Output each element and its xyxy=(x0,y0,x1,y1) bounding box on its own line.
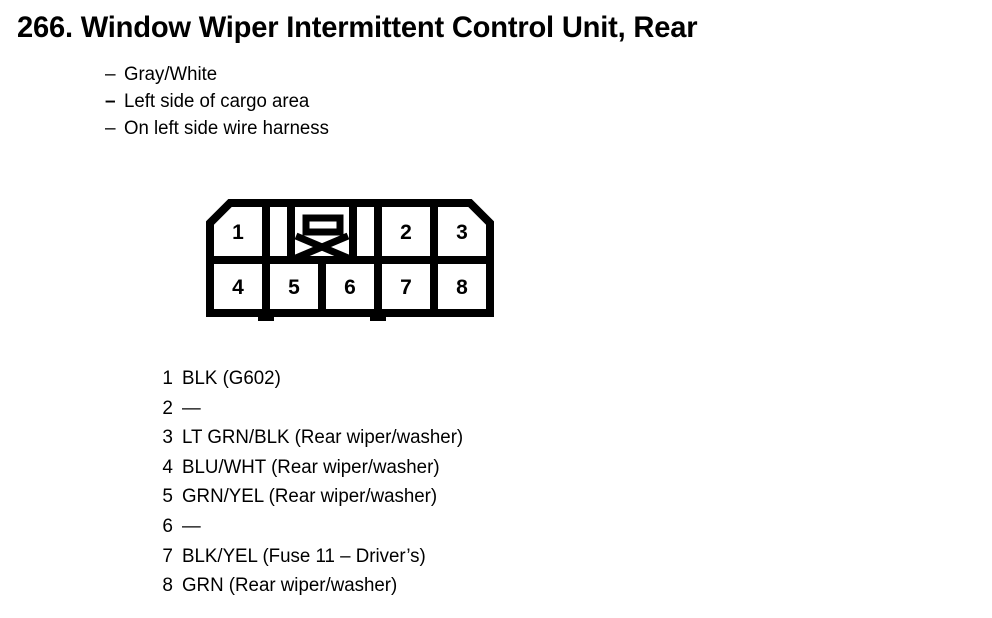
connector-diagram: 1 2 3 4 5 6 7 8 xyxy=(196,192,508,333)
pin-cell-label-6: 6 xyxy=(344,276,356,299)
pin-description: GRN/YEL (Rear wiper/washer) xyxy=(182,486,438,508)
pin-cell-label-1: 1 xyxy=(232,221,244,244)
pin-cell-label-5: 5 xyxy=(288,276,300,299)
pin-number: 4 xyxy=(162,456,173,478)
pin-number: 8 xyxy=(162,575,173,597)
bottom-notch-right xyxy=(370,309,386,321)
pin-description: BLK/YEL (Fuse 11 – Driver’s) xyxy=(182,545,426,567)
pin-cell-label-7: 7 xyxy=(400,276,412,299)
locking-tab-slot-icon xyxy=(302,214,344,236)
pin-description: LT GRN/BLK (Rear wiper/washer) xyxy=(182,427,464,449)
pin-cell-label-4: 4 xyxy=(232,276,244,299)
description-item-label: On left side wire harness xyxy=(124,118,329,139)
description-item: – On left side wire harness xyxy=(105,115,333,142)
pin-list: 1 BLK (G602) 2 — 3 LT GRN/BLK (Rear wipe… xyxy=(160,364,467,601)
pin-description: — xyxy=(182,397,201,419)
dash-icon: – xyxy=(105,118,116,139)
pin-description: — xyxy=(182,515,201,537)
connector-svg: 1 2 3 4 5 6 7 8 xyxy=(206,199,494,321)
bottom-notch-left xyxy=(258,309,274,321)
pin-list-item: 1 BLK (G602) xyxy=(160,364,467,394)
pin-cell-label-8: 8 xyxy=(456,276,468,299)
pin-description: GRN (Rear wiper/washer) xyxy=(182,575,398,597)
pin-cell-label-2: 2 xyxy=(400,221,412,244)
pin-number: 3 xyxy=(162,427,173,449)
page-title: 266. Window Wiper Intermittent Control U… xyxy=(17,11,698,44)
pin-description: BLU/WHT (Rear wiper/washer) xyxy=(182,456,440,478)
pin-number: 1 xyxy=(162,368,173,389)
connector-body: 1 2 3 4 5 6 7 8 xyxy=(206,199,494,321)
pin-description: BLK (G602) xyxy=(182,368,281,389)
locking-tab-cross-icon xyxy=(294,232,350,262)
description-item-label: Left side of cargo area xyxy=(124,91,310,112)
description-item: – Left side of cargo area xyxy=(105,88,333,115)
description-list: – Gray/White – Left side of cargo area –… xyxy=(105,61,333,142)
description-item: – Gray/White xyxy=(105,61,333,88)
pin-list-item: 2 — xyxy=(160,394,467,424)
pin-number: 7 xyxy=(162,545,173,567)
pin-number: 6 xyxy=(162,515,173,537)
pin-cell-label-3: 3 xyxy=(456,221,468,244)
pin-list-item: 3 LT GRN/BLK (Rear wiper/washer) xyxy=(160,423,467,453)
pin-list-item: 8 GRN (Rear wiper/washer) xyxy=(160,571,467,601)
pin-number: 5 xyxy=(162,486,173,508)
pin-number: 2 xyxy=(162,397,173,419)
pin-list-item: 4 BLU/WHT (Rear wiper/washer) xyxy=(160,453,467,483)
pin-list-item: 6 — xyxy=(160,512,467,542)
dash-icon: – xyxy=(105,91,116,112)
pin-list-item: 7 BLK/YEL (Fuse 11 – Driver’s) xyxy=(160,542,467,572)
pin-list-item: 5 GRN/YEL (Rear wiper/washer) xyxy=(160,482,467,512)
dash-icon: – xyxy=(105,64,116,85)
description-item-label: Gray/White xyxy=(124,64,218,85)
